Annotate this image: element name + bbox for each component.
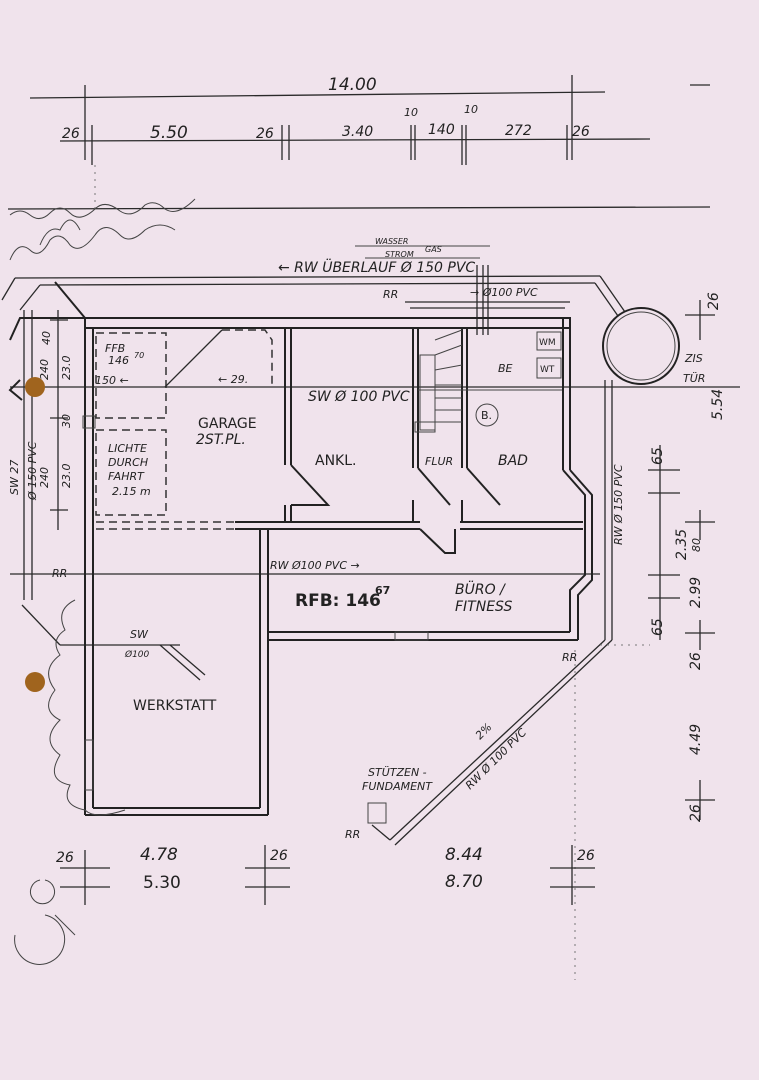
dim-top-6: 140 (428, 122, 455, 138)
label-wm: WM (539, 338, 556, 348)
label-pvc100-top: → Ø100 PVC (470, 286, 538, 299)
label-garage-sub: 2ST.PL. (196, 432, 246, 448)
label-rr-left: RR (52, 567, 67, 580)
label-rfb: RFB: 146 (295, 591, 381, 611)
staircase (414, 329, 463, 433)
label-ffb: FFB (105, 342, 125, 355)
label-gas: GAS (425, 245, 442, 254)
label-sw-left: SW 27 (8, 460, 21, 495)
hedge-sketch (9, 198, 196, 261)
garage-dashed-outlines (82, 329, 273, 530)
walls (8, 281, 593, 816)
label-fundament: FUNDAMENT (362, 780, 433, 793)
dim-top-3: 26 (256, 126, 274, 142)
label-stuetzen: STÜTZEN - (368, 766, 427, 779)
dim-left-240b: 240 (38, 467, 51, 488)
label-flur: FLUR (425, 455, 453, 468)
label-clearance-2: DURCH (108, 456, 148, 469)
dim-top-4: 3.40 (342, 124, 373, 140)
label-werkstatt: WERKSTATT (133, 698, 217, 714)
label-slope-2: 2% (473, 721, 495, 743)
label-rw-ueberlauf: ← RW ÜBERLAUF Ø 150 PVC (278, 258, 475, 276)
label-zis: ZIS (684, 352, 703, 365)
label-clearance-4: 2.15 m (112, 485, 151, 498)
label-bad: BAD (498, 453, 528, 469)
dim-bottom-26c: 26 (577, 848, 595, 864)
dim-left-230a: 23.0 (60, 356, 73, 381)
label-slope-150: 150 ← (95, 374, 129, 387)
dim-top-5: 10 (404, 106, 418, 119)
label-rw150-right: RW Ø 150 PVC (612, 464, 625, 545)
dim-left-30: 30 (60, 414, 73, 428)
label-rw150-left: Ø 150 PVC (26, 441, 39, 501)
right-dimension-lines (648, 300, 715, 820)
dim-right-299: 2.99 (688, 577, 704, 608)
washbasin (536, 357, 562, 379)
dim-top-1: 26 (62, 126, 80, 142)
utility-lines (1, 245, 740, 980)
label-clearance-3: FAHRT (108, 470, 145, 483)
label-be: BE (498, 362, 513, 375)
label-clearance-1: LICHTE (108, 442, 147, 455)
dim-right-449: 4.49 (688, 724, 704, 755)
label-sw-small-dia: Ø100 (124, 649, 150, 660)
label-rr-top: RR (383, 288, 398, 301)
cistern-circle (602, 307, 680, 385)
dim-top-2: 5.50 (150, 123, 188, 143)
cistern-inner (606, 311, 676, 381)
dim-right-26b: 26 (688, 652, 704, 670)
dim-bottom-530: 5.30 (143, 873, 181, 893)
washing-machine (536, 331, 562, 351)
dim-right-554: 5.54 (710, 389, 726, 420)
bottom-dimension-lines (60, 845, 595, 905)
label-slope-29: ← 29. (218, 373, 248, 386)
dim-bottom-870: 8.70 (445, 872, 483, 892)
label-wasser: WASSER (375, 237, 408, 246)
label-garage: GARAGE (198, 416, 257, 432)
shrub-sketch (14, 599, 126, 965)
dim-right-235: 2.35 (674, 529, 690, 560)
dim-bottom-478: 4.78 (140, 845, 178, 865)
label-buero: BÜRO / (455, 580, 506, 598)
punch-hole-bottom (25, 672, 45, 692)
label-strom: STROM (385, 250, 414, 259)
label-rw100-mid: RW Ø100 PVC → (270, 559, 360, 572)
dim-top-8: 272 (505, 123, 532, 139)
label-b: B. (481, 409, 492, 422)
column-footing (367, 802, 387, 824)
dim-bottom-844: 8.44 (445, 845, 483, 865)
label-rr-right: RR (562, 651, 577, 664)
label-sw-small: SW (130, 628, 149, 641)
label-rr-bottom: RR (345, 828, 360, 841)
dim-right-26c: 26 (688, 804, 704, 822)
dim-bottom-26b: 26 (270, 848, 288, 864)
dim-top-9: 26 (572, 124, 590, 140)
dim-right-65a: 65 (650, 447, 666, 465)
dim-total-width: 14.00 (328, 75, 377, 95)
left-dimension-lines (50, 310, 68, 530)
label-ffb-value: 146 (108, 354, 129, 367)
label-rfb-sup: 67 (375, 584, 390, 597)
boiler-circle (475, 403, 499, 427)
label-sw100: SW Ø 100 PVC (308, 389, 410, 405)
label-fitness: FITNESS (455, 599, 512, 615)
dim-right-26a: 26 (706, 292, 722, 310)
dim-bottom-26a: 26 (56, 850, 74, 866)
top-dimension-lines (7, 75, 711, 210)
label-rw100-diag: RW Ø 100 PVC (463, 726, 529, 792)
punch-hole-top (25, 377, 45, 397)
label-ffb-sup: 70 (134, 351, 144, 360)
label-ankl: ANKL. (315, 453, 356, 469)
dim-top-7: 10 (464, 103, 478, 116)
dim-left-40: 40 (40, 331, 53, 345)
label-tuer: TÜR (683, 372, 705, 385)
dim-left-240a: 240 (38, 359, 51, 380)
dim-left-230b: 23.0 (60, 464, 73, 489)
label-wt: WT (540, 365, 555, 375)
dim-right-80: 80 (690, 538, 703, 552)
dim-right-65b: 65 (650, 618, 666, 636)
